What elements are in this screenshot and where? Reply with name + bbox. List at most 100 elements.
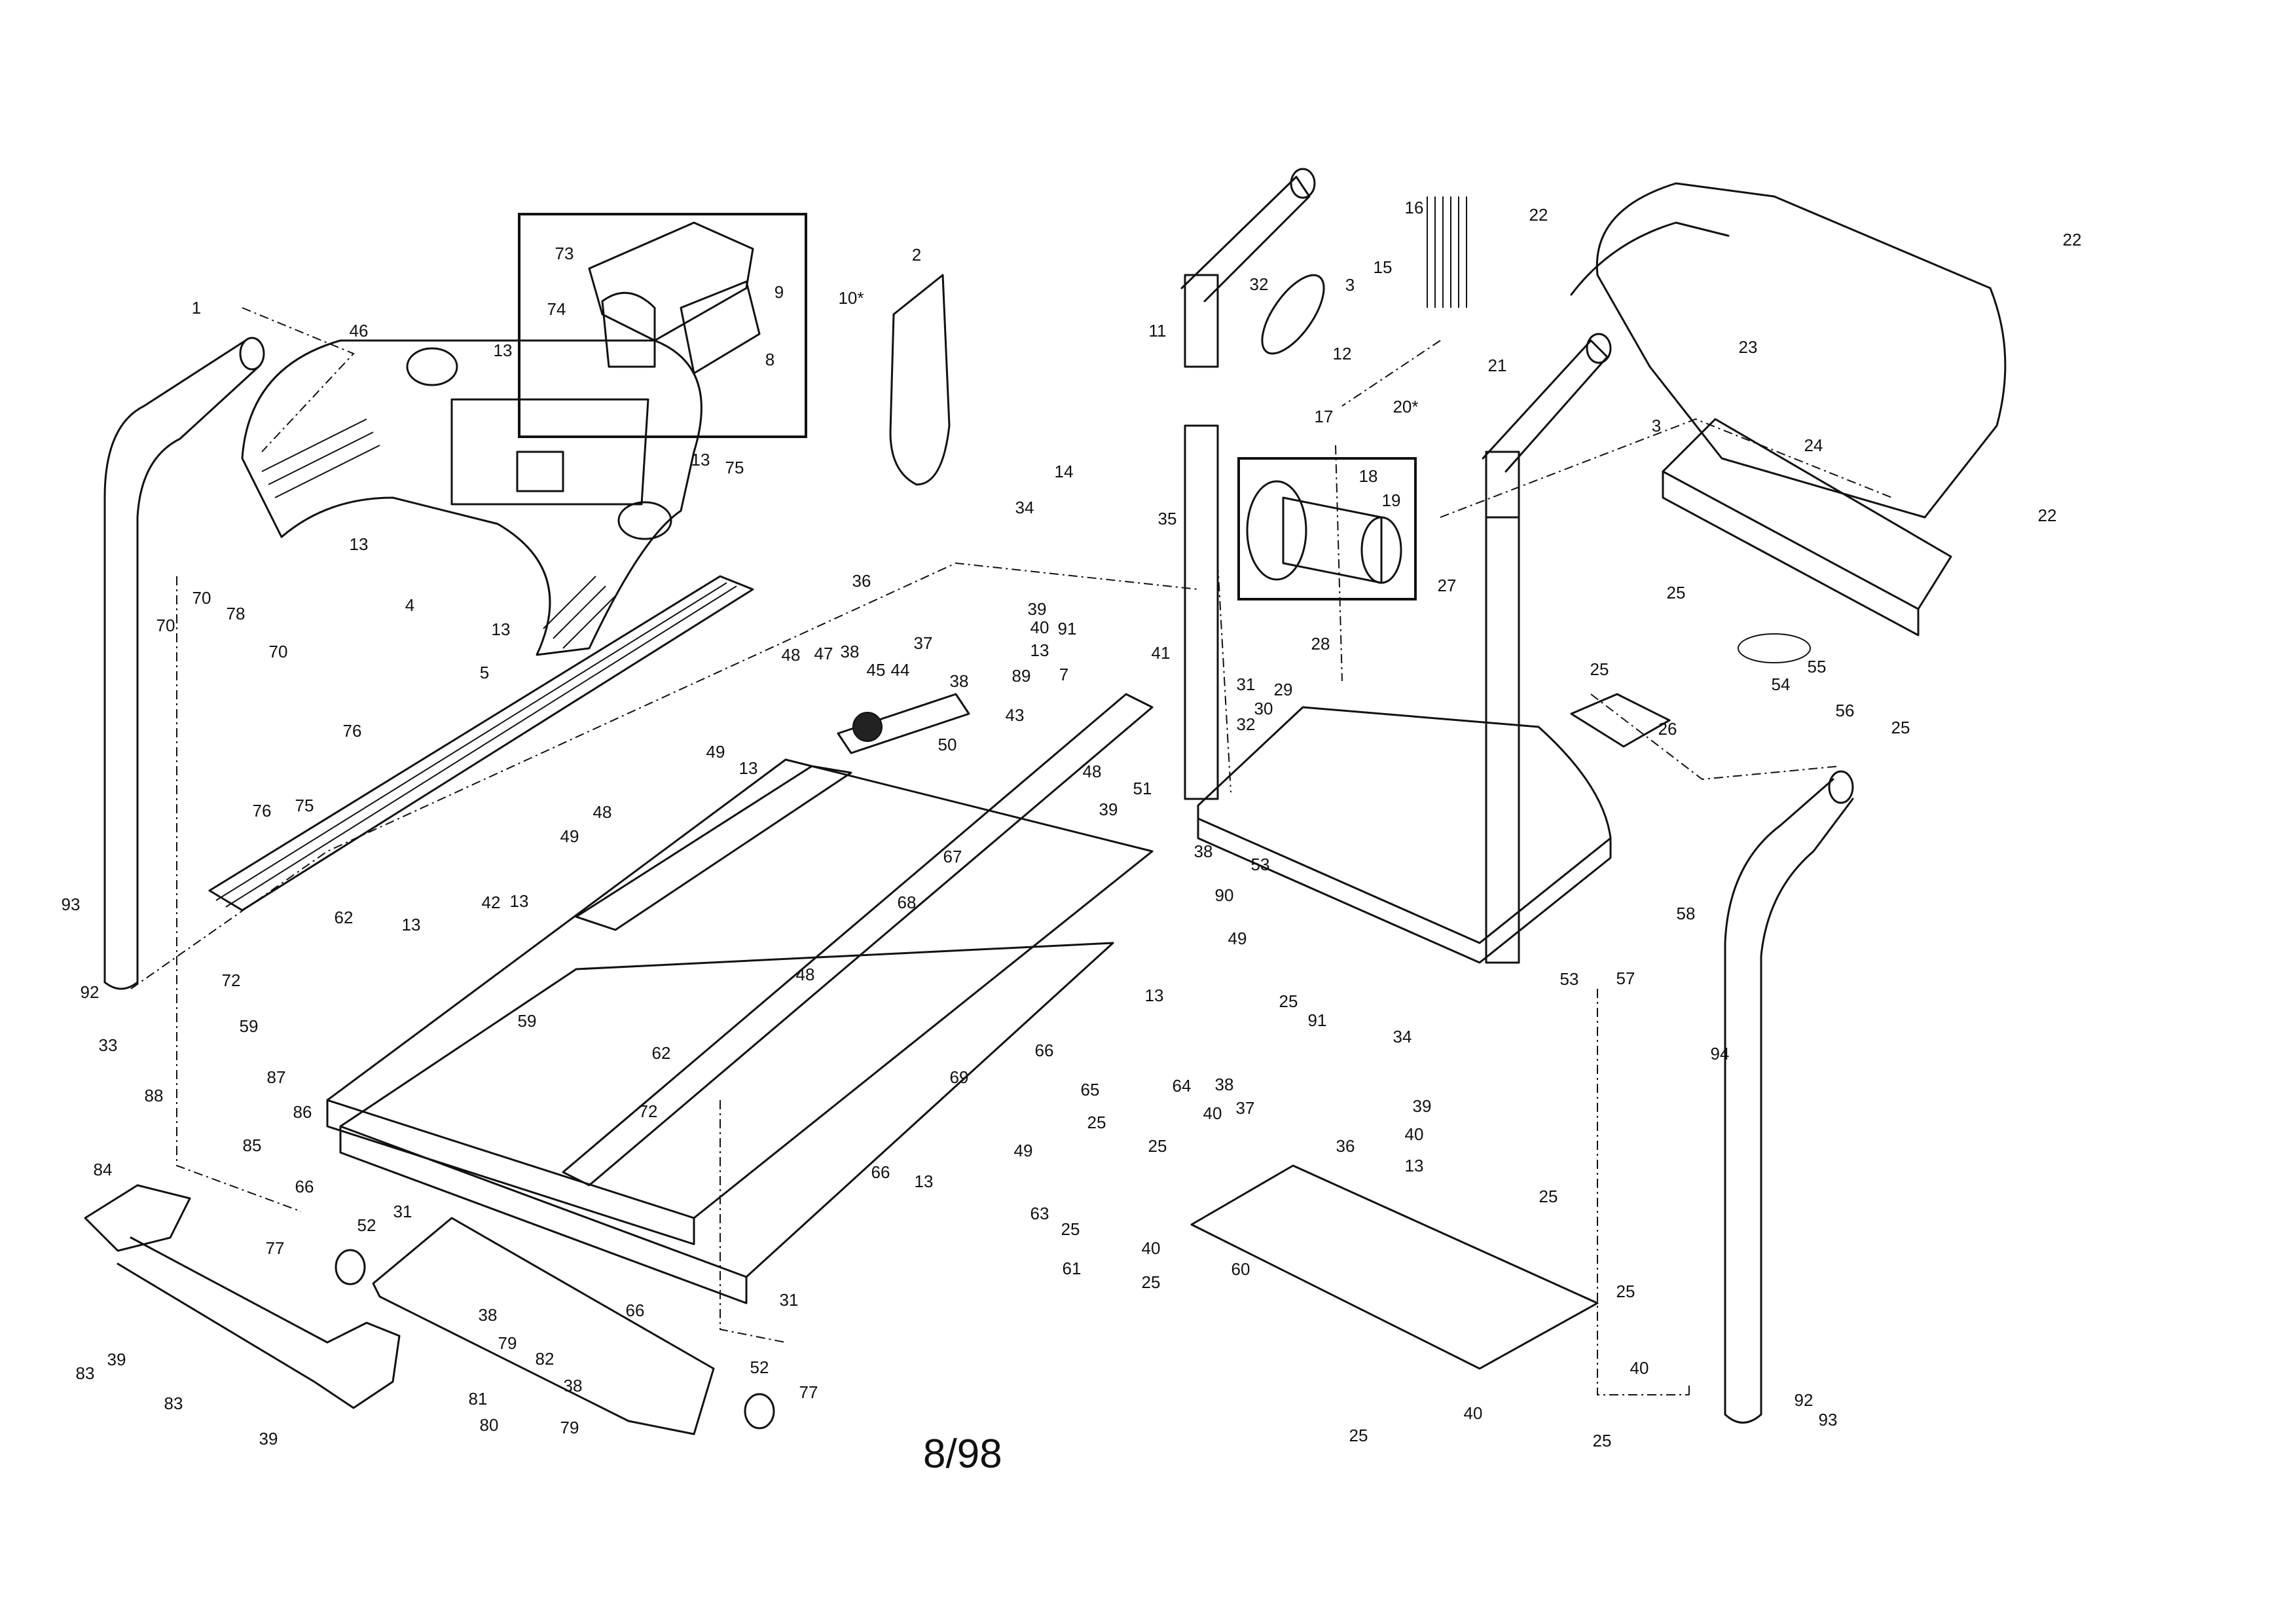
callout-35: 35 xyxy=(1157,509,1177,528)
callout-18: 18 xyxy=(1358,466,1378,486)
callout-40: 40 xyxy=(1630,1358,1649,1378)
callout-13: 13 xyxy=(1404,1156,1424,1175)
callout-76: 76 xyxy=(342,721,362,741)
callout-78: 78 xyxy=(226,604,246,623)
callout-36: 36 xyxy=(852,571,871,591)
callout-92: 92 xyxy=(80,982,100,1002)
callout-45: 45 xyxy=(866,660,886,680)
callout-86: 86 xyxy=(293,1102,312,1122)
motor-hood xyxy=(1570,182,2007,519)
callout-80: 80 xyxy=(479,1415,499,1435)
callout-66: 66 xyxy=(1034,1041,1054,1060)
callout-46: 46 xyxy=(349,321,369,341)
motor-tray xyxy=(1662,418,1952,637)
callout-13: 13 xyxy=(491,619,511,639)
callout-31: 31 xyxy=(779,1290,799,1310)
callout-30: 30 xyxy=(1254,699,1273,718)
right-upright xyxy=(1724,770,1854,1424)
callout-25: 25 xyxy=(1141,1272,1161,1292)
callout-48: 48 xyxy=(1082,762,1102,781)
date-code: 8/98 xyxy=(923,1431,1002,1477)
callout-91: 91 xyxy=(1057,619,1077,638)
callout-25: 25 xyxy=(1891,718,1910,737)
callout-40: 40 xyxy=(1404,1124,1424,1144)
callout-50: 50 xyxy=(938,735,957,754)
callout-38: 38 xyxy=(949,671,969,691)
callout-67: 67 xyxy=(943,847,962,866)
callout-83: 83 xyxy=(164,1393,183,1413)
drive-motor xyxy=(1246,480,1402,584)
console-detail-box xyxy=(518,213,807,438)
callout-39: 39 xyxy=(1027,599,1047,619)
callout-59: 59 xyxy=(239,1016,259,1036)
callout-54: 54 xyxy=(1771,674,1791,694)
callout-38: 38 xyxy=(840,642,860,661)
callout-63: 63 xyxy=(1030,1204,1049,1223)
callout-83: 83 xyxy=(75,1363,95,1383)
frame-upright-left xyxy=(1180,168,1316,800)
base-pan xyxy=(339,942,1114,1304)
callout-25: 25 xyxy=(1061,1219,1080,1239)
callout-48: 48 xyxy=(781,645,801,665)
left-upright xyxy=(103,337,265,990)
callout-23: 23 xyxy=(1738,337,1758,357)
callout-34: 34 xyxy=(1015,498,1034,517)
walking-deck xyxy=(326,758,1154,1246)
callout-59: 59 xyxy=(517,1011,537,1031)
callout-29: 29 xyxy=(1273,680,1293,699)
callout-39: 39 xyxy=(259,1429,278,1449)
callout-33: 33 xyxy=(98,1035,118,1055)
callout-13: 13 xyxy=(401,915,421,934)
callout-39: 39 xyxy=(107,1350,126,1369)
callout-52: 52 xyxy=(357,1215,376,1235)
callout-22: 22 xyxy=(2062,230,2082,249)
callout-70: 70 xyxy=(156,616,175,635)
callout-37: 37 xyxy=(1235,1098,1255,1118)
callout-72: 72 xyxy=(638,1101,658,1121)
callout-38: 38 xyxy=(563,1376,583,1395)
callout-34: 34 xyxy=(1393,1027,1412,1046)
callout-51: 51 xyxy=(1133,779,1152,798)
callout-40: 40 xyxy=(1030,618,1049,637)
callout-49: 49 xyxy=(1228,929,1247,948)
callout-53: 53 xyxy=(1559,969,1579,989)
callout-62: 62 xyxy=(334,908,354,927)
callout-39: 39 xyxy=(1412,1096,1432,1116)
callout-41: 41 xyxy=(1151,643,1171,663)
callout-13: 13 xyxy=(738,758,758,778)
callout-28: 28 xyxy=(1311,634,1330,654)
callout-66: 66 xyxy=(625,1301,645,1320)
incline-frame xyxy=(335,1217,775,1435)
callout-25: 25 xyxy=(1349,1426,1368,1445)
callout-40: 40 xyxy=(1203,1103,1222,1123)
callout-91: 91 xyxy=(1307,1010,1327,1030)
callout-73: 73 xyxy=(555,244,574,263)
callout-36: 36 xyxy=(1336,1136,1355,1156)
callout-56: 56 xyxy=(1835,701,1855,720)
front-roller xyxy=(837,693,970,754)
motor-detail-box xyxy=(1237,457,1417,600)
power-cord xyxy=(1738,633,1811,663)
callout-55: 55 xyxy=(1807,657,1827,676)
callout-25: 25 xyxy=(1590,659,1609,679)
callout-84: 84 xyxy=(93,1160,113,1179)
callout-47: 47 xyxy=(814,644,833,663)
floor-pan xyxy=(1190,1164,1599,1370)
motor-controller xyxy=(1570,693,1671,748)
callout-66: 66 xyxy=(871,1162,890,1182)
callout-24: 24 xyxy=(1804,435,1823,455)
callout-13: 13 xyxy=(493,341,513,360)
drive-belt xyxy=(1261,274,1325,355)
callout-31: 31 xyxy=(393,1202,412,1221)
callout-76: 76 xyxy=(252,801,272,821)
callout-13: 13 xyxy=(691,450,710,470)
callout-15: 15 xyxy=(1373,257,1393,277)
callout-25: 25 xyxy=(1148,1136,1167,1156)
callout-43: 43 xyxy=(1005,705,1025,725)
callout-90: 90 xyxy=(1214,885,1234,905)
callout-79: 79 xyxy=(498,1333,517,1353)
callout-25: 25 xyxy=(1539,1187,1558,1206)
callout-4: 4 xyxy=(405,595,415,615)
callout-22: 22 xyxy=(2037,506,2057,525)
